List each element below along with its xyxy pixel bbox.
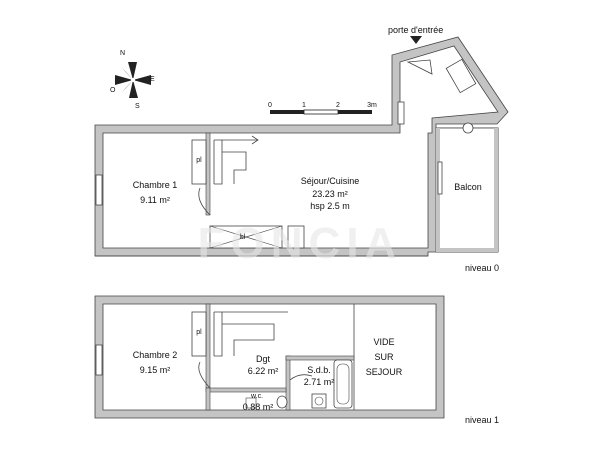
level1-label: niveau 1 xyxy=(465,415,500,425)
placard-label-level0: pl xyxy=(196,157,202,164)
room-area-sejour: 23.23 m² xyxy=(312,189,348,199)
room-area-sdb: 2.71 m² xyxy=(303,377,335,387)
window-chambre2 xyxy=(95,344,103,376)
room-area-wc: 0.88 m² xyxy=(242,402,274,412)
compass-rose-icon xyxy=(115,62,151,98)
vide-line1: VIDE xyxy=(373,337,395,347)
entrance-arrow-icon xyxy=(410,36,422,44)
kl-label: kl xyxy=(240,234,246,241)
sink-icon xyxy=(311,393,327,409)
room-name-chambre2: Chambre 2 xyxy=(132,350,178,360)
room-name-balcon: Balcon xyxy=(454,182,482,192)
room-height-sejour: hsp 2.5 m xyxy=(310,201,350,211)
scale-0: 0 xyxy=(268,102,272,109)
scale-3: 3m xyxy=(367,102,377,109)
toilet-icon xyxy=(276,395,288,409)
entrance-door xyxy=(406,59,433,75)
room-area-dgt: 6.22 m² xyxy=(247,366,279,376)
scale-bar xyxy=(270,109,372,115)
room-name-wc: w.c. xyxy=(250,393,264,400)
level1-walls xyxy=(94,295,445,419)
vide-line3: SEJOUR xyxy=(365,367,403,377)
room-area-chambre1: 9.11 m² xyxy=(140,195,170,205)
entrance-label: porte d'entrée xyxy=(388,25,444,35)
room-name-dgt: Dgt xyxy=(255,354,271,364)
room-area-chambre2: 9.15 m² xyxy=(139,365,171,375)
compass-o: O xyxy=(110,87,116,94)
stairs-level1 xyxy=(213,311,288,357)
room-name-sejour: Séjour/Cuisine xyxy=(300,176,360,186)
compass-s: S xyxy=(135,103,140,110)
window-sejour xyxy=(437,161,443,195)
bathtub-icon xyxy=(333,359,353,409)
room-name-sdb: S.d.b. xyxy=(307,365,331,375)
kitchen-sink-icon xyxy=(445,58,477,94)
stairs-level0 xyxy=(213,135,259,185)
room-name-chambre1: Chambre 1 xyxy=(132,180,178,190)
placard-level1 xyxy=(191,311,207,357)
window-chambre1 xyxy=(95,174,103,206)
scale-1: 1 xyxy=(302,102,306,109)
watermark: FONCIA xyxy=(198,219,403,268)
vide-line2: SUR xyxy=(374,352,394,362)
level0-label: niveau 0 xyxy=(465,263,500,273)
placard-label-level1: pl xyxy=(196,329,202,336)
scale-2: 2 xyxy=(336,102,340,109)
compass-e: E xyxy=(150,76,155,83)
placard-level0 xyxy=(191,139,207,185)
compass-n: N xyxy=(120,50,126,57)
